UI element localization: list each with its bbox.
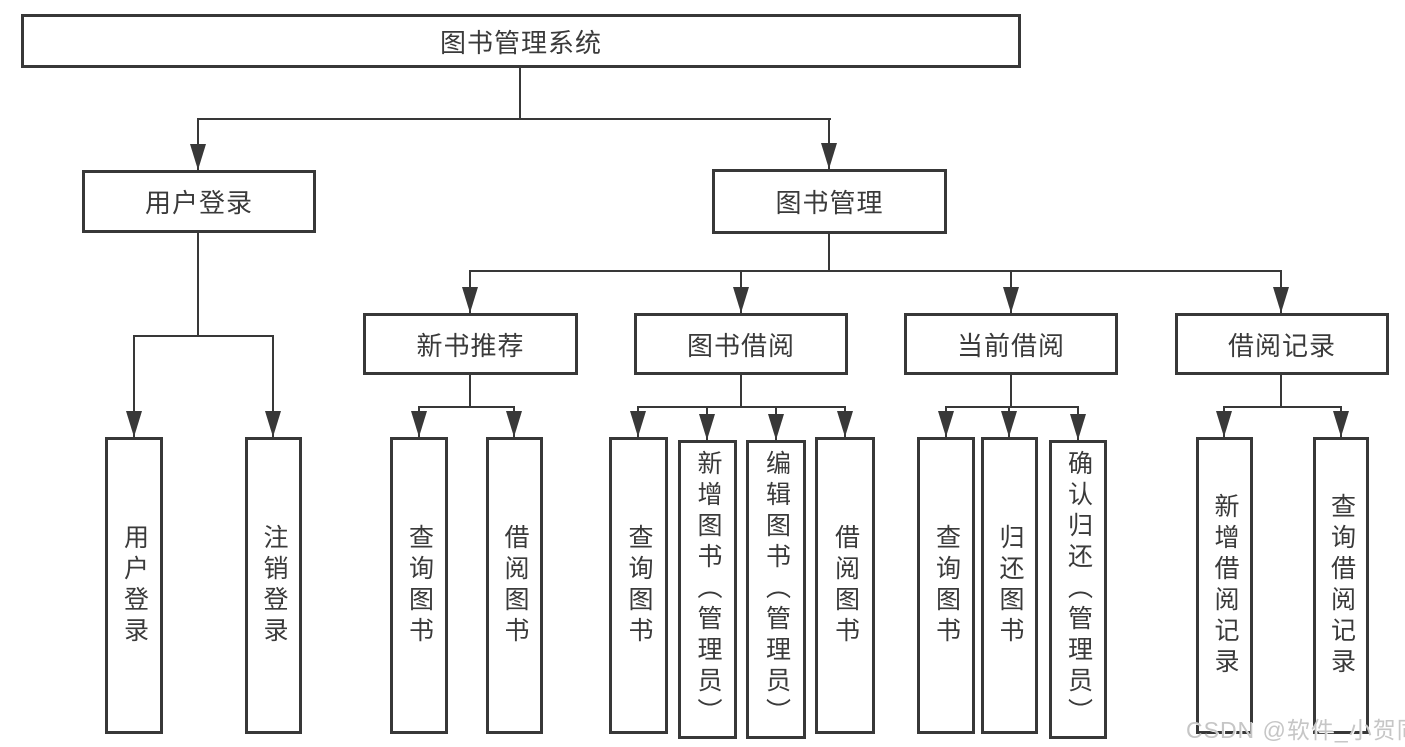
leaf-logout: 注销登录: [245, 437, 302, 734]
leaf-recommend-borrow-books-label: 借阅图书: [501, 523, 529, 648]
leaf-login: 用户登录: [105, 437, 163, 734]
leaf-records-query-record-label: 查询借阅记录: [1327, 492, 1356, 679]
leaf-borrow-add-books-admin-label: 新增图书（管理员）: [694, 450, 722, 729]
node-root-label: 图书管理系统: [439, 27, 602, 58]
leaf-current-return-books-label: 归还图书: [996, 523, 1024, 648]
connector-line: [197, 233, 199, 335]
leaf-current-query-books-label: 查询图书: [932, 523, 961, 648]
arrowhead-down-icon: [126, 411, 142, 437]
leaf-borrow-add-books-admin: 新增图书（管理员）: [678, 440, 737, 739]
connector-line: [1223, 406, 1342, 408]
connector-line: [519, 68, 521, 118]
connector-line: [272, 335, 274, 437]
leaf-current-query-books: 查询图书: [917, 437, 975, 734]
leaf-borrow-query-books-label: 查询图书: [625, 523, 653, 648]
node-borrow-records: 借阅记录: [1175, 313, 1389, 375]
node-new-book-recommend-label: 新书推荐: [416, 330, 525, 361]
arrowhead-down-icon: [462, 287, 478, 313]
connector-line: [1280, 375, 1282, 406]
arrowhead-down-icon: [190, 144, 206, 170]
connector-line: [740, 375, 742, 406]
arrowhead-down-icon: [1070, 414, 1086, 440]
leaf-recommend-borrow-books: 借阅图书: [486, 437, 543, 734]
leaf-logout-label: 注销登录: [260, 523, 288, 648]
leaf-records-add-record: 新增借阅记录: [1196, 437, 1253, 734]
node-book-borrow-label: 图书借阅: [686, 330, 795, 361]
node-root: 图书管理系统: [21, 14, 1021, 68]
arrowhead-down-icon: [837, 411, 853, 437]
arrowhead-down-icon: [1333, 411, 1349, 437]
arrowhead-down-icon: [1001, 411, 1017, 437]
leaf-current-return-books: 归还图书: [981, 437, 1038, 734]
connector-line: [198, 118, 831, 120]
leaf-current-confirm-return-admin: 确认归还（管理员）: [1049, 440, 1107, 739]
leaf-records-query-record: 查询借阅记录: [1313, 437, 1369, 734]
arrowhead-down-icon: [265, 411, 281, 437]
connector-line: [637, 406, 846, 408]
arrowhead-down-icon: [733, 287, 749, 313]
connector-line: [1010, 375, 1012, 406]
arrowhead-down-icon: [938, 411, 954, 437]
leaf-borrow-edit-books-admin-label: 编辑图书（管理员）: [762, 450, 791, 729]
arrowhead-down-icon: [506, 411, 522, 437]
arrowhead-down-icon: [630, 411, 646, 437]
leaf-borrow-query-books: 查询图书: [609, 437, 668, 734]
node-book-borrow: 图书借阅: [634, 313, 848, 375]
arrowhead-down-icon: [411, 411, 427, 437]
leaf-login-label: 用户登录: [120, 523, 149, 648]
node-current-borrow-label: 当前借阅: [956, 330, 1065, 361]
node-book-management: 图书管理: [712, 169, 947, 234]
arrowhead-down-icon: [1003, 287, 1019, 313]
leaf-records-add-record-label: 新增借阅记录: [1211, 492, 1239, 679]
connector-line: [133, 335, 274, 337]
leaf-recommend-query-books: 查询图书: [390, 437, 448, 734]
leaf-borrow-edit-books-admin: 编辑图书（管理员）: [746, 440, 806, 739]
connector-line: [133, 335, 135, 437]
leaf-recommend-query-books-label: 查询图书: [405, 523, 434, 648]
arrowhead-down-icon: [1216, 411, 1232, 437]
leaf-borrow-borrow-books: 借阅图书: [815, 437, 875, 734]
connector-line: [828, 234, 830, 270]
node-user-login-label: 用户登录: [144, 188, 253, 218]
arrowhead-down-icon: [821, 143, 837, 169]
connector-line: [945, 406, 1079, 408]
node-borrow-records-label: 借阅记录: [1227, 330, 1336, 361]
node-current-borrow: 当前借阅: [904, 313, 1118, 375]
leaf-current-confirm-return-admin-label: 确认归还（管理员）: [1064, 450, 1093, 729]
connector-line: [469, 375, 471, 406]
leaf-borrow-borrow-books-label: 借阅图书: [831, 523, 860, 648]
connector-line: [418, 406, 515, 408]
node-new-book-recommend: 新书推荐: [363, 313, 578, 375]
arrowhead-down-icon: [1273, 287, 1289, 313]
arrowhead-down-icon: [699, 414, 715, 440]
node-book-management-label: 图书管理: [775, 188, 884, 218]
connector-line: [470, 270, 1282, 272]
csdn-watermark: CSDN @软件_小贺同学: [1186, 717, 1405, 743]
arrowhead-down-icon: [768, 414, 784, 440]
node-user-login: 用户登录: [82, 170, 316, 233]
